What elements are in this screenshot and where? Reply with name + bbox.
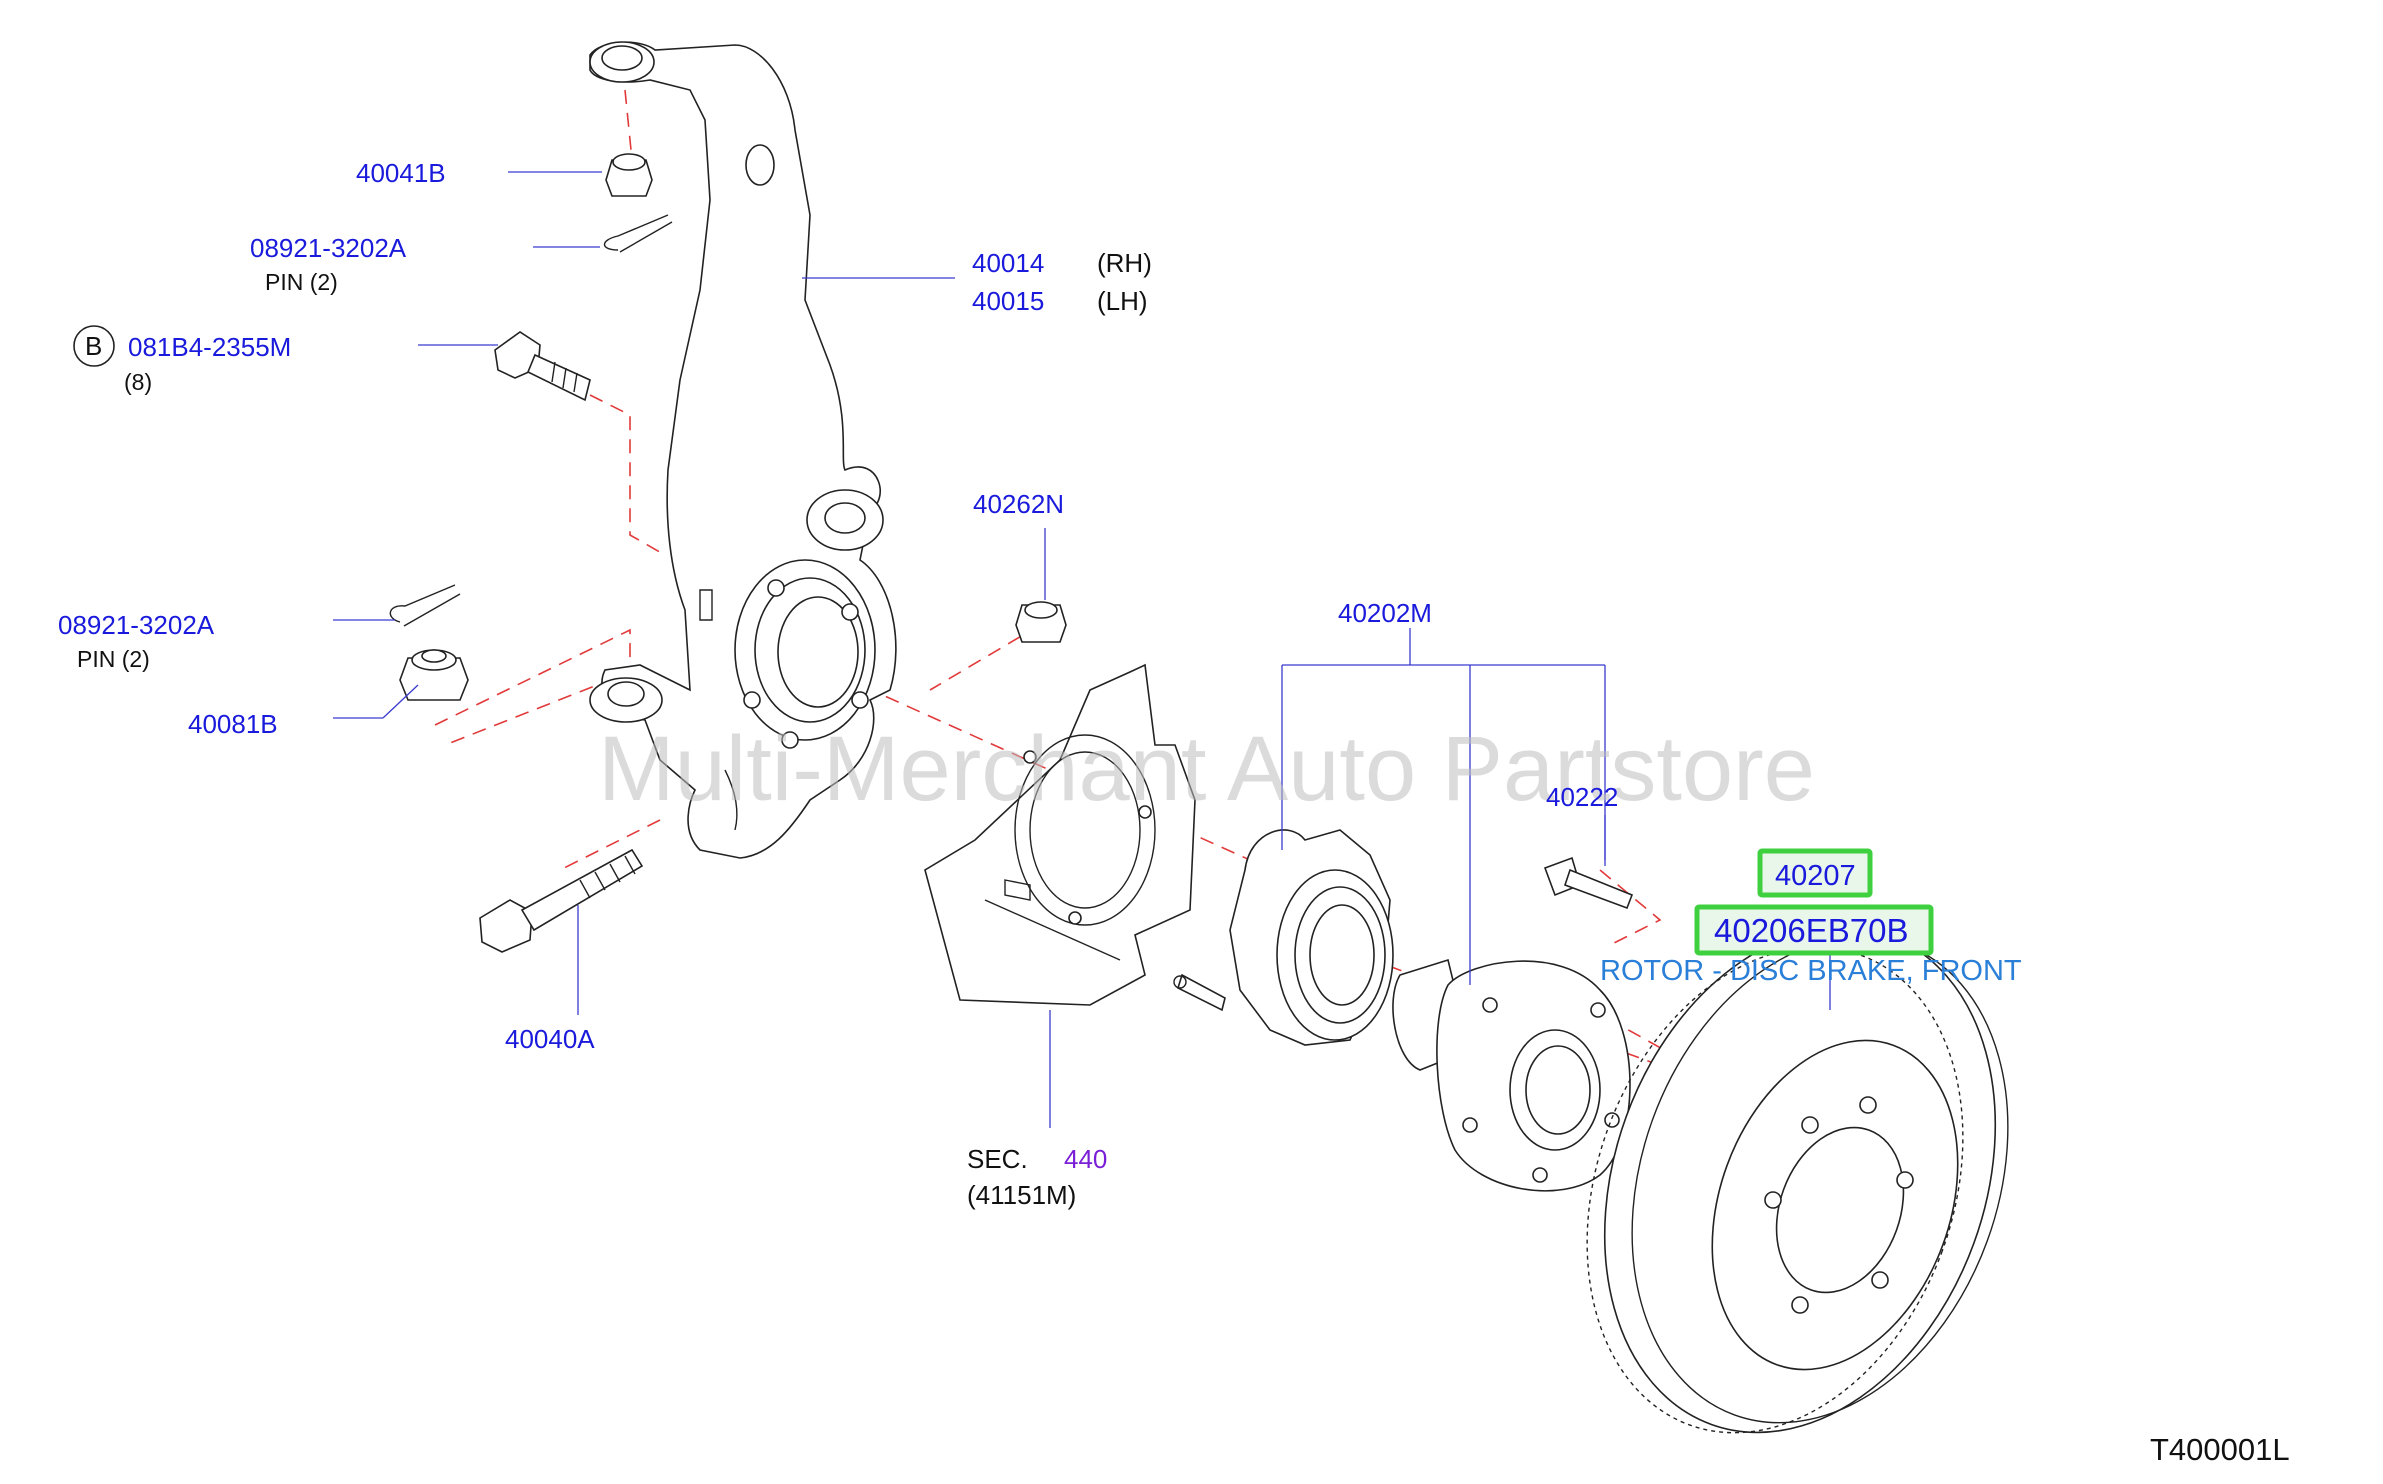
part-label-40222[interactable]: 40222 [1546, 782, 1618, 812]
part-label-40081b[interactable]: 40081B [188, 709, 278, 739]
part-label-40014[interactable]: 40014 [972, 248, 1044, 278]
part-label-08921-top[interactable]: 08921-3202A [250, 233, 407, 263]
pin-qty-top: PIN (2) [265, 269, 338, 295]
part-label-40202m[interactable]: 40202M [1338, 598, 1432, 628]
diagram-code: T400001L [2150, 1432, 2290, 1467]
bolt-marker-circle [73, 325, 115, 367]
part-label-40206eb70b[interactable]: 40206EB70B [1714, 912, 1909, 949]
bolt-marker-letter: B [85, 331, 102, 361]
leader-lines [333, 171, 1831, 1128]
nut-40081b [399, 649, 469, 701]
bolt-qty: (8) [124, 369, 152, 395]
nut-40041b [605, 153, 653, 197]
side-label-lh: (LH) [1097, 286, 1148, 316]
part-label-40015[interactable]: 40015 [972, 286, 1044, 316]
splash-guard [924, 663, 1196, 1006]
hub-bearing [1173, 829, 1394, 1046]
part-label-081b4[interactable]: 081B4-2355M [128, 332, 291, 362]
part-label-40207[interactable]: 40207 [1775, 860, 1856, 892]
watermark: Multi-Merchant Auto Partstore [598, 718, 1815, 820]
hub-flange [1392, 958, 1631, 1192]
part-label-40041b[interactable]: 40041B [356, 158, 446, 188]
brake-rotor [1586, 926, 2009, 1434]
section-sub: (41151M) [967, 1180, 1076, 1210]
bolt-40040a [479, 848, 644, 953]
bolt-081b4 [494, 331, 591, 402]
cotter-pin-top [603, 214, 673, 253]
part-label-40262n[interactable]: 40262N [973, 489, 1064, 519]
highlight-box-40206 [1694, 904, 1934, 956]
nut-40262n [1015, 601, 1067, 643]
steering-knuckle [589, 41, 897, 859]
part-label-08921-mid[interactable]: 08921-3202A [58, 610, 215, 640]
section-label: SEC. [967, 1144, 1028, 1174]
side-label-rh: (RH) [1097, 248, 1152, 278]
highlight-box-40207 [1757, 848, 1873, 898]
part-label-40040a[interactable]: 40040A [505, 1024, 595, 1054]
wheel-stud [1543, 856, 1634, 910]
rotor-description: ROTOR - DISC BRAKE, FRONT [1600, 955, 2022, 987]
pin-qty-mid: PIN (2) [77, 646, 150, 672]
cotter-pin-mid [389, 584, 461, 627]
section-link-440[interactable]: 440 [1064, 1144, 1107, 1174]
